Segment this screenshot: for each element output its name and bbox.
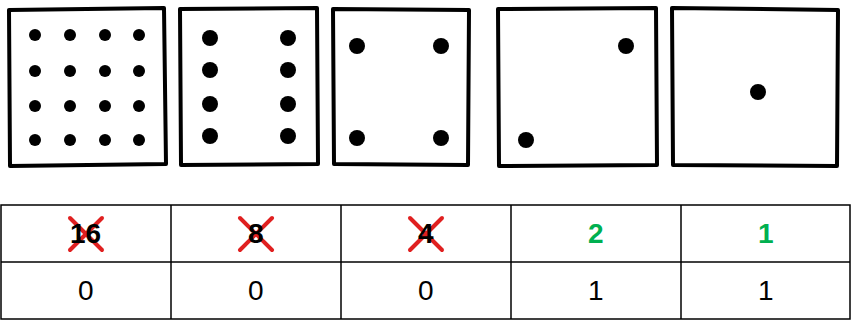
place-value: 16 <box>70 218 101 250</box>
place-value: 4 <box>418 218 434 250</box>
place-value: 8 <box>248 218 264 250</box>
binary-digit: 0 <box>248 275 264 307</box>
binary-digit: 0 <box>418 275 434 307</box>
place-value: 1 <box>758 218 774 250</box>
dice-outlines <box>9 8 838 166</box>
place-value: 2 <box>588 218 604 250</box>
dice-dots <box>29 29 766 148</box>
binary-digit: 0 <box>78 275 94 307</box>
binary-digit: 1 <box>758 275 774 307</box>
table-grid <box>1 205 850 319</box>
binary-digit: 1 <box>588 275 604 307</box>
cross-out-marks <box>70 218 442 250</box>
